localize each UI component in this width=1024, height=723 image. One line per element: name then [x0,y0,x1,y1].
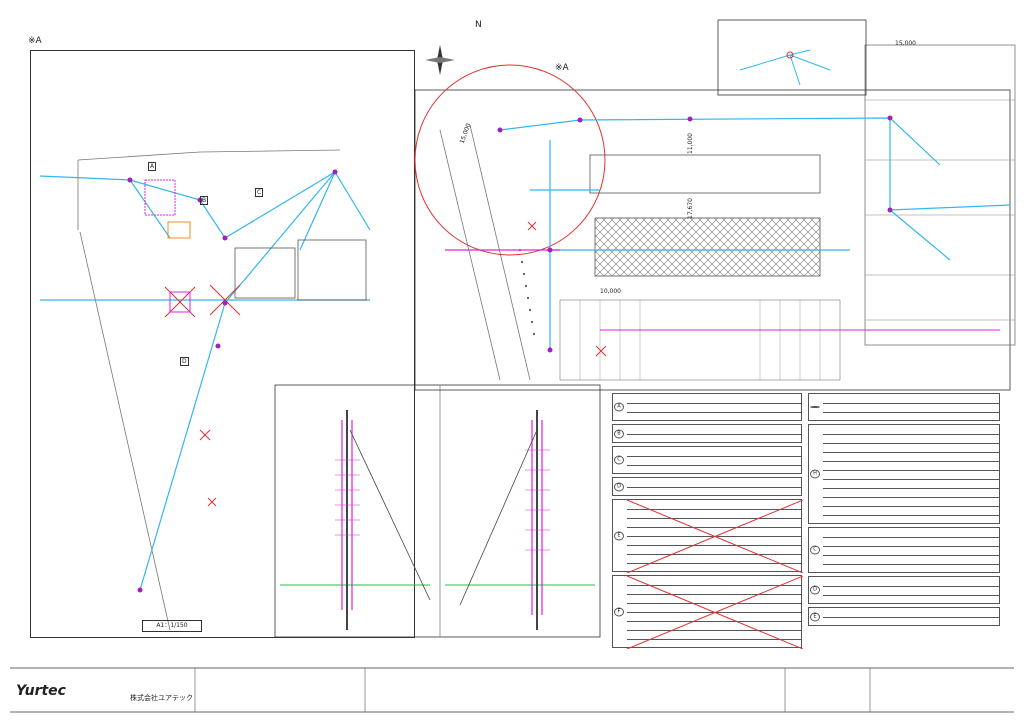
schedule-group-id: C [614,455,624,465]
schedule-group-id: H [810,469,820,479]
cable-line-blue-left [39,171,371,591]
strike-out-mark [626,576,803,649]
schedule-group: C [612,446,802,474]
schedule-row [627,478,801,487]
schedule-group: D [612,477,802,496]
schedule-group-id: D [810,585,820,595]
north-label: N [475,20,482,30]
schedule-group-id: E [810,612,820,621]
dim-15000-b: 15,000 [895,40,916,47]
schedule-row [627,509,801,518]
schedule-row [627,456,801,465]
schedule-row [627,487,801,496]
schedule-row [627,412,801,421]
dim-17670: 17,670 [687,198,694,219]
schedule-row [627,403,801,412]
schedule-group: E [808,607,1000,626]
schedule-row [823,595,999,604]
schedule-row [823,617,999,626]
schedule-row [823,515,999,524]
callout-c: C [255,188,264,197]
callout-b: B [200,196,209,205]
schedule-row [823,608,999,617]
schedule-group-id: C [810,545,820,555]
schedule-row [823,564,999,573]
schedule-row [823,452,999,461]
schedule-row [823,586,999,595]
schedule-row [823,443,999,452]
schedule-group-id: F [614,607,624,616]
schedule-row [823,555,999,564]
dim-10000: 10,000 [600,288,621,295]
schedule-right: H C D E [808,393,1000,626]
schedule-group-id: B [614,429,624,438]
schedule-row [627,394,801,403]
schedule-row [627,585,801,594]
callout-a: A [148,162,157,171]
schedule-row [823,497,999,506]
schedule-group-id [810,406,820,408]
schedule-group: B [612,424,802,443]
schedule-row [823,506,999,515]
schedule-group: C [808,527,1000,573]
detail-circle [414,64,606,256]
schedule-row [627,434,801,443]
schedule-group [808,393,1000,421]
left-plan-frame [30,50,415,638]
schedule-row [823,546,999,555]
schedule-group: A [612,393,802,421]
demolish-marks [164,284,241,507]
schedule-row [627,563,801,572]
schedule-row [823,528,999,537]
schedule-row [627,527,801,536]
dim-11000: 11,000 [687,133,694,154]
schedule-group: F [612,575,803,649]
compass-icon [425,45,455,75]
company-logo: Yurtec [16,683,66,699]
schedule-group-id: D [614,482,624,491]
callout-d: D [180,357,189,366]
schedule-group-id: E [614,531,624,540]
schedule-row [627,594,801,603]
schedule-row [627,554,801,563]
schedule-row [627,621,801,630]
scale-badge: A1：1/150 [142,620,202,632]
schedule-group: D [808,576,1000,604]
company-name: 株式会社ユアテック [130,694,193,702]
schedule-row [627,639,801,648]
schedule-row [627,603,801,612]
schedule-row [823,537,999,546]
section-label-left: ※A [28,36,42,46]
schedule-row [823,425,999,434]
schedule-row [627,545,801,554]
schedule-group: H [808,424,1000,524]
schedule-row [627,447,801,456]
schedule-row [823,394,999,403]
strike-out-mark [626,500,803,573]
schedule-group: E [612,499,803,573]
schedule-row [823,412,999,421]
schedule-row [823,479,999,488]
schedule-row [627,518,801,527]
schedule-row [823,403,999,412]
schedule-row [823,434,999,443]
schedule-row [823,461,999,470]
schedule-group-id: A [614,402,624,412]
schedule-row [627,630,801,639]
schedule-row [823,577,999,586]
schedule-row [823,470,999,479]
schedule-row [627,465,801,474]
schedule-row [627,425,801,434]
schedule-left: A B C D E F [612,393,803,649]
schedule-row [823,488,999,497]
section-label-right: ※A [555,63,569,73]
